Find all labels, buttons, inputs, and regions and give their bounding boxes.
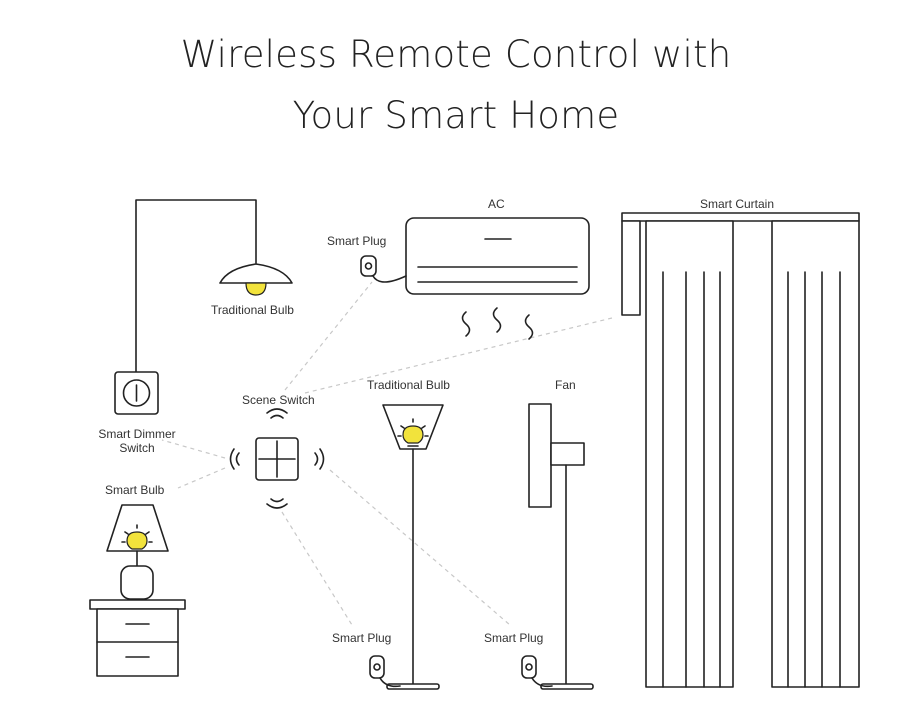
smart-dimmer-switch (114, 371, 159, 415)
pendant-lamp (135, 199, 293, 373)
label-smart-plug-ac: Smart Plug (327, 234, 387, 248)
label-smart-plug-fan: Smart Plug (484, 631, 544, 645)
link-to-fan-plug (329, 469, 511, 626)
lamp-smart-plug (369, 655, 401, 688)
link-to-dimmer (161, 439, 226, 459)
label-smart-dimmer-line-1: Smart Dimmer (98, 427, 176, 441)
label-smart-curtain: Smart Curtain (700, 197, 775, 211)
label-fan: Fan (555, 378, 576, 392)
ac-unit (405, 217, 590, 340)
signal-waves-icon (229, 408, 325, 509)
nightstand (89, 599, 186, 677)
headline-line-2: Your Smart Home (292, 94, 620, 137)
label-smart-bulb: Smart Bulb (105, 483, 165, 497)
scene-switch (229, 408, 325, 509)
headline-line-1: Wireless Remote Control with (180, 33, 732, 76)
ac-smart-plug (360, 255, 407, 283)
label-traditional-bulb-floor: Traditional Bulb (367, 378, 450, 392)
fan (528, 403, 594, 690)
table-lamp (106, 504, 169, 600)
label-ac: AC (488, 197, 505, 211)
label-smart-dimmer-line-2: Switch (119, 441, 155, 455)
wireless-links (161, 281, 613, 626)
floor-lamp (382, 404, 444, 690)
fan-smart-plug (521, 655, 553, 688)
label-scene-switch: Scene Switch (242, 393, 315, 407)
label-smart-dimmer-switch: Smart Dimmer Switch (94, 427, 180, 455)
label-smart-plug-lamp: Smart Plug (332, 631, 392, 645)
label-traditional-bulb-pendant: Traditional Bulb (211, 303, 294, 317)
link-to-smart-bulb (177, 467, 226, 489)
link-to-lamp-plug (281, 511, 353, 626)
link-to-ac-plug (284, 281, 373, 391)
smart-curtain (621, 212, 860, 688)
